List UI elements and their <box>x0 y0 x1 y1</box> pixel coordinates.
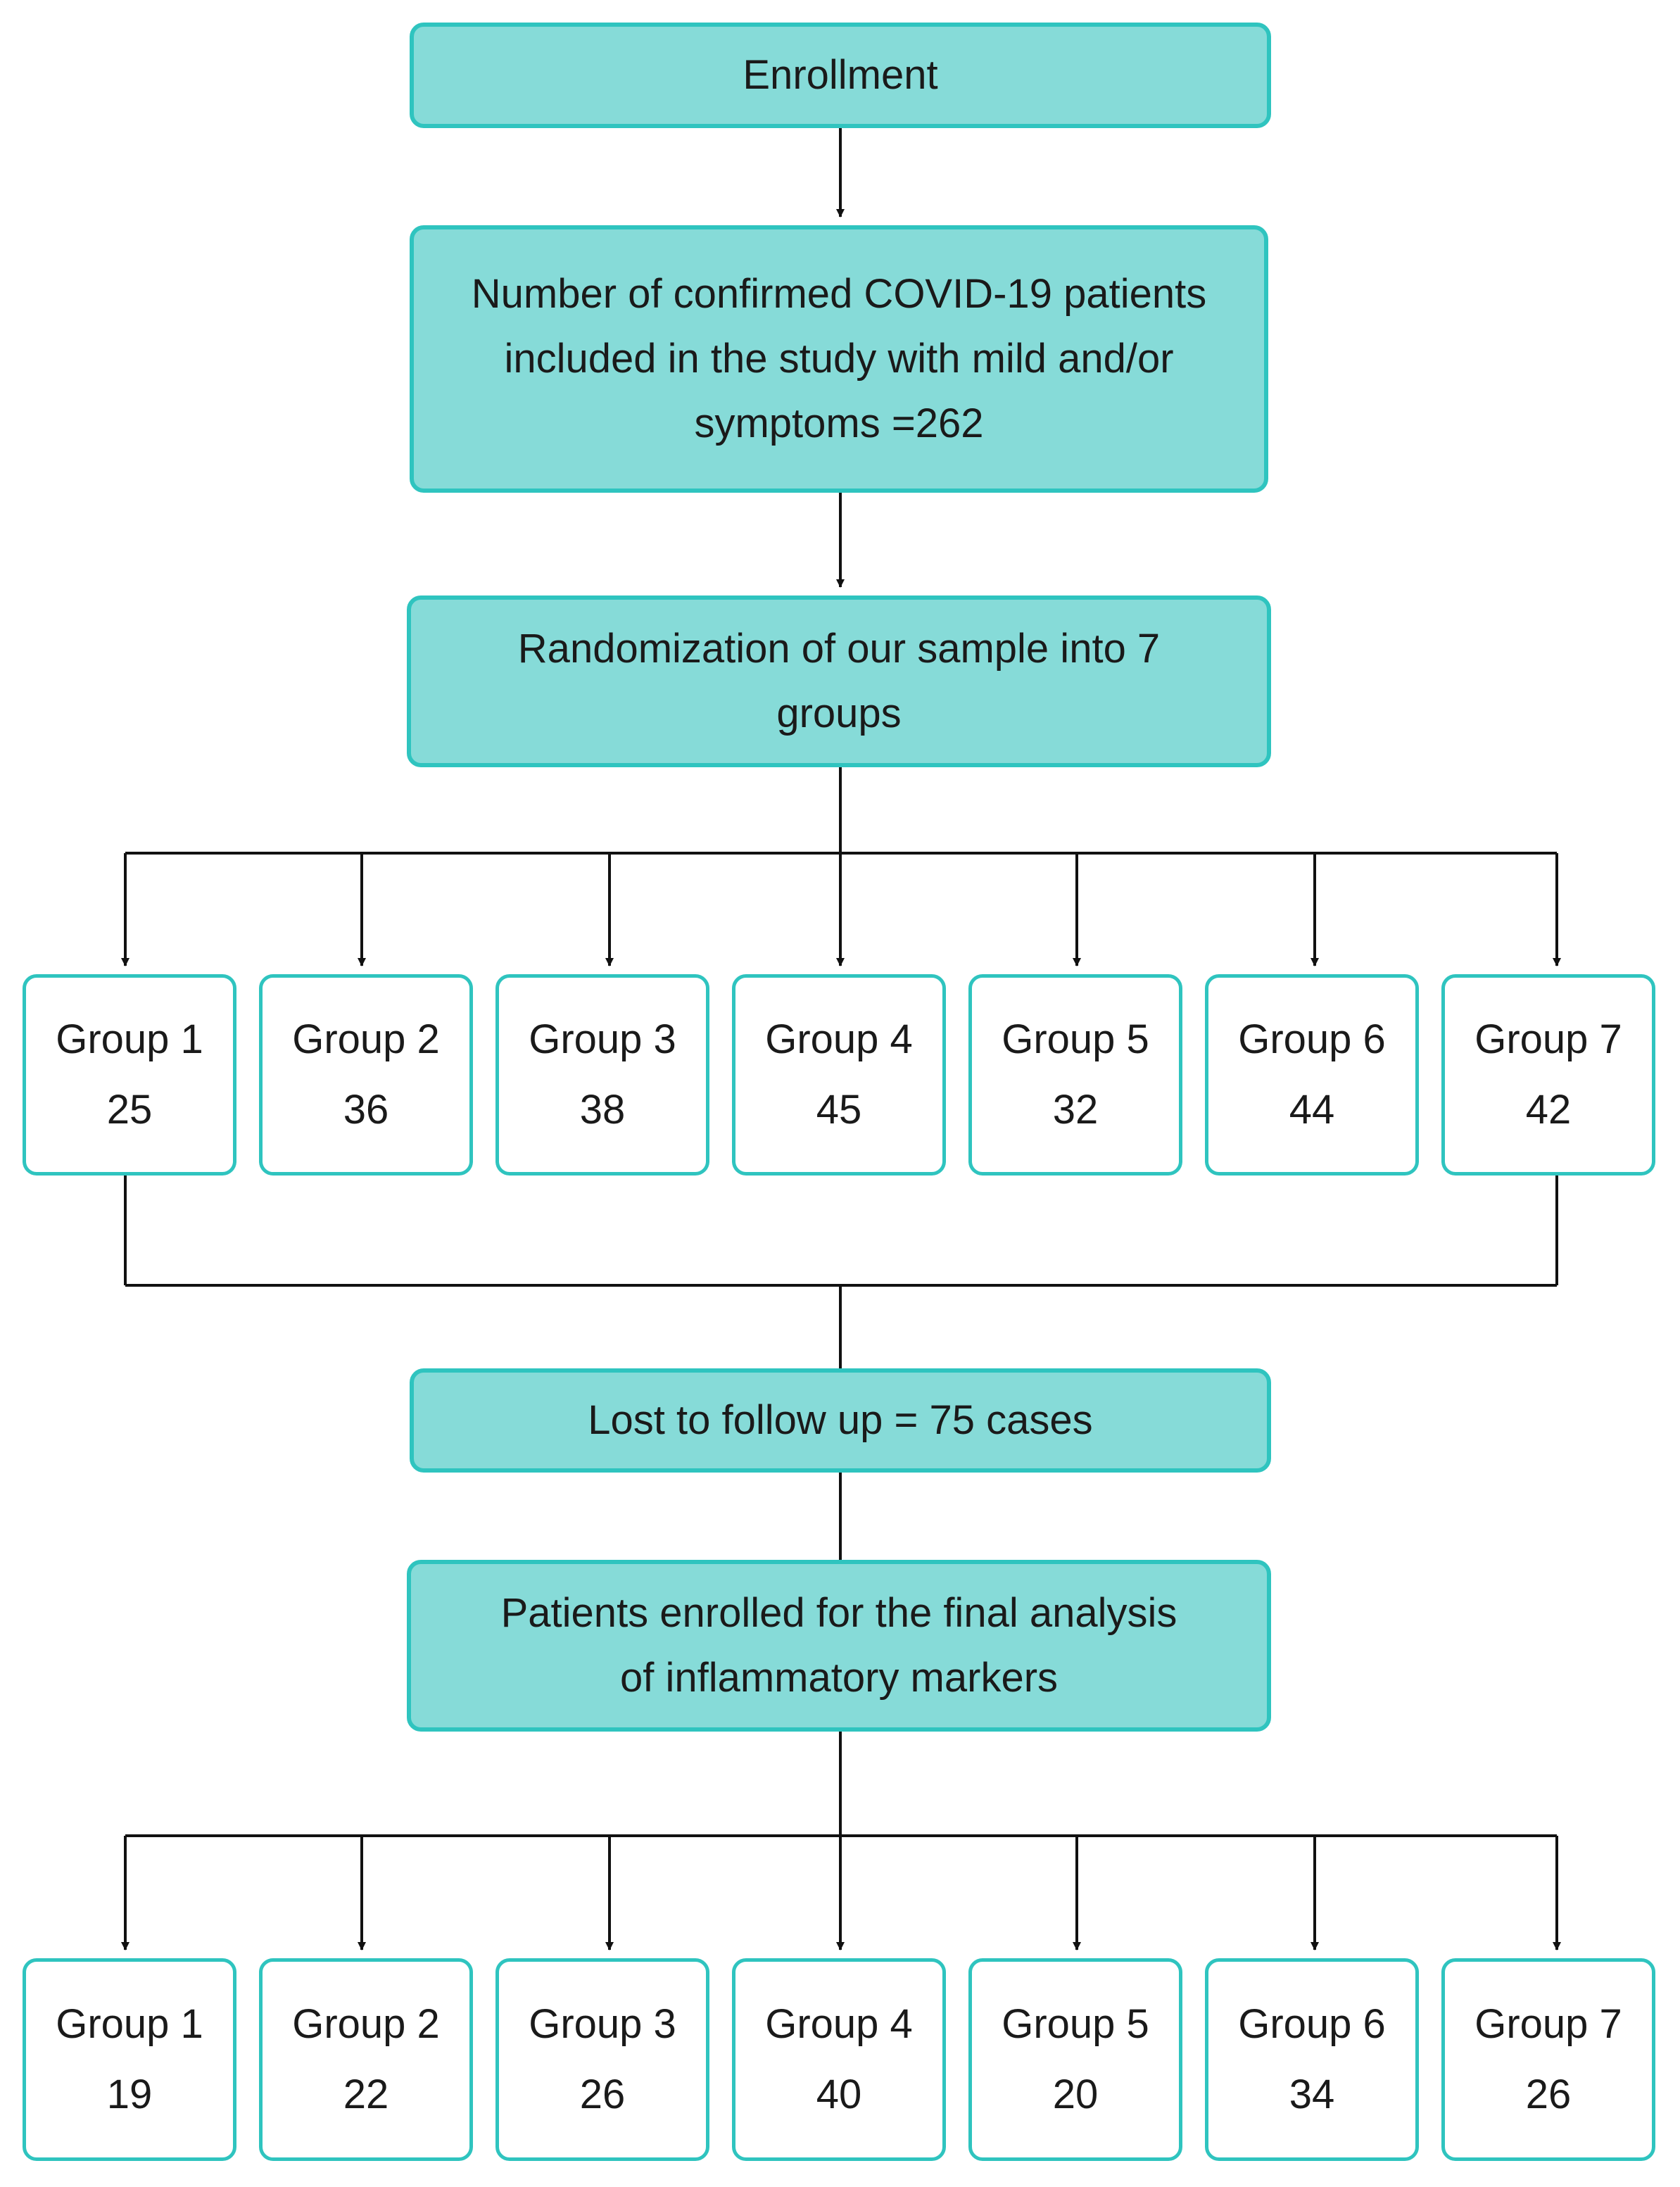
enrollment-label: Enrollment <box>743 52 938 98</box>
group-label: Group 7 <box>1474 2001 1622 2047</box>
group-box: Group 6 34 <box>1205 1958 1419 2161</box>
group-count: 38 <box>579 1087 626 1133</box>
group-box: Group 3 26 <box>495 1958 709 2161</box>
final-analysis-box: Patients enrolled for the final analysis… <box>407 1560 1271 1732</box>
group-count: 19 <box>106 2072 153 2117</box>
group-box: Group 4 45 <box>732 974 946 1176</box>
group-count: 44 <box>1289 1087 1335 1133</box>
group-count: 22 <box>343 2072 389 2117</box>
enrollment-box: Enrollment <box>410 23 1271 128</box>
randomization-line-1: Randomization of our sample into 7 <box>517 626 1161 672</box>
group-label: Group 7 <box>1474 1016 1622 1062</box>
group-label: Group 1 <box>56 1016 203 1062</box>
group-label: Group 2 <box>292 2001 440 2047</box>
group-count: 20 <box>1052 2072 1099 2117</box>
group-box: Group 4 40 <box>732 1958 946 2161</box>
group-label: Group 4 <box>765 1016 913 1062</box>
group-box: Group 1 25 <box>23 974 236 1176</box>
lost-to-follow-up-box: Lost to follow up = 75 cases <box>410 1368 1271 1473</box>
group-box: Group 2 36 <box>259 974 473 1176</box>
group-count: 40 <box>816 2072 862 2117</box>
group-count: 26 <box>1525 2072 1572 2117</box>
final-analysis-line-1: Patients enrolled for the final analysis <box>500 1590 1177 1636</box>
group-label: Group 1 <box>56 2001 203 2047</box>
group-label: Group 5 <box>1002 1016 1149 1062</box>
group-box: Group 3 38 <box>495 974 709 1176</box>
group-box: Group 6 44 <box>1205 974 1419 1176</box>
group-label: Group 2 <box>292 1016 440 1062</box>
group-box: Group 5 32 <box>968 974 1182 1176</box>
group-label: Group 6 <box>1238 2001 1386 2047</box>
group-label: Group 4 <box>765 2001 913 2047</box>
confirmed-patients-box: Number of confirmed COVID-19 patients in… <box>410 225 1268 493</box>
group-count: 36 <box>343 1087 389 1133</box>
confirmed-line-3: symptoms =262 <box>694 401 984 446</box>
group-label: Group 3 <box>529 2001 676 2047</box>
group-count: 26 <box>579 2072 626 2117</box>
group-count: 34 <box>1289 2072 1335 2117</box>
randomization-box: Randomization of our sample into 7 group… <box>407 595 1271 767</box>
lost-to-follow-up-label: Lost to follow up = 75 cases <box>588 1397 1093 1443</box>
randomization-line-2: groups <box>776 691 902 736</box>
group-count: 42 <box>1525 1087 1572 1133</box>
confirmed-line-2: included in the study with mild and/or <box>504 336 1174 382</box>
confirmed-line-1: Number of confirmed COVID-19 patients <box>471 271 1207 317</box>
group-count: 32 <box>1052 1087 1099 1133</box>
group-label: Group 3 <box>529 1016 676 1062</box>
group-box: Group 7 26 <box>1441 1958 1655 2161</box>
group-box: Group 7 42 <box>1441 974 1655 1176</box>
group-label: Group 6 <box>1238 1016 1386 1062</box>
group-count: 25 <box>106 1087 153 1133</box>
group-box: Group 1 19 <box>23 1958 236 2161</box>
group-count: 45 <box>816 1087 862 1133</box>
group-box: Group 2 22 <box>259 1958 473 2161</box>
final-analysis-line-2: of inflammatory markers <box>619 1655 1059 1701</box>
group-label: Group 5 <box>1002 2001 1149 2047</box>
group-box: Group 5 20 <box>968 1958 1182 2161</box>
